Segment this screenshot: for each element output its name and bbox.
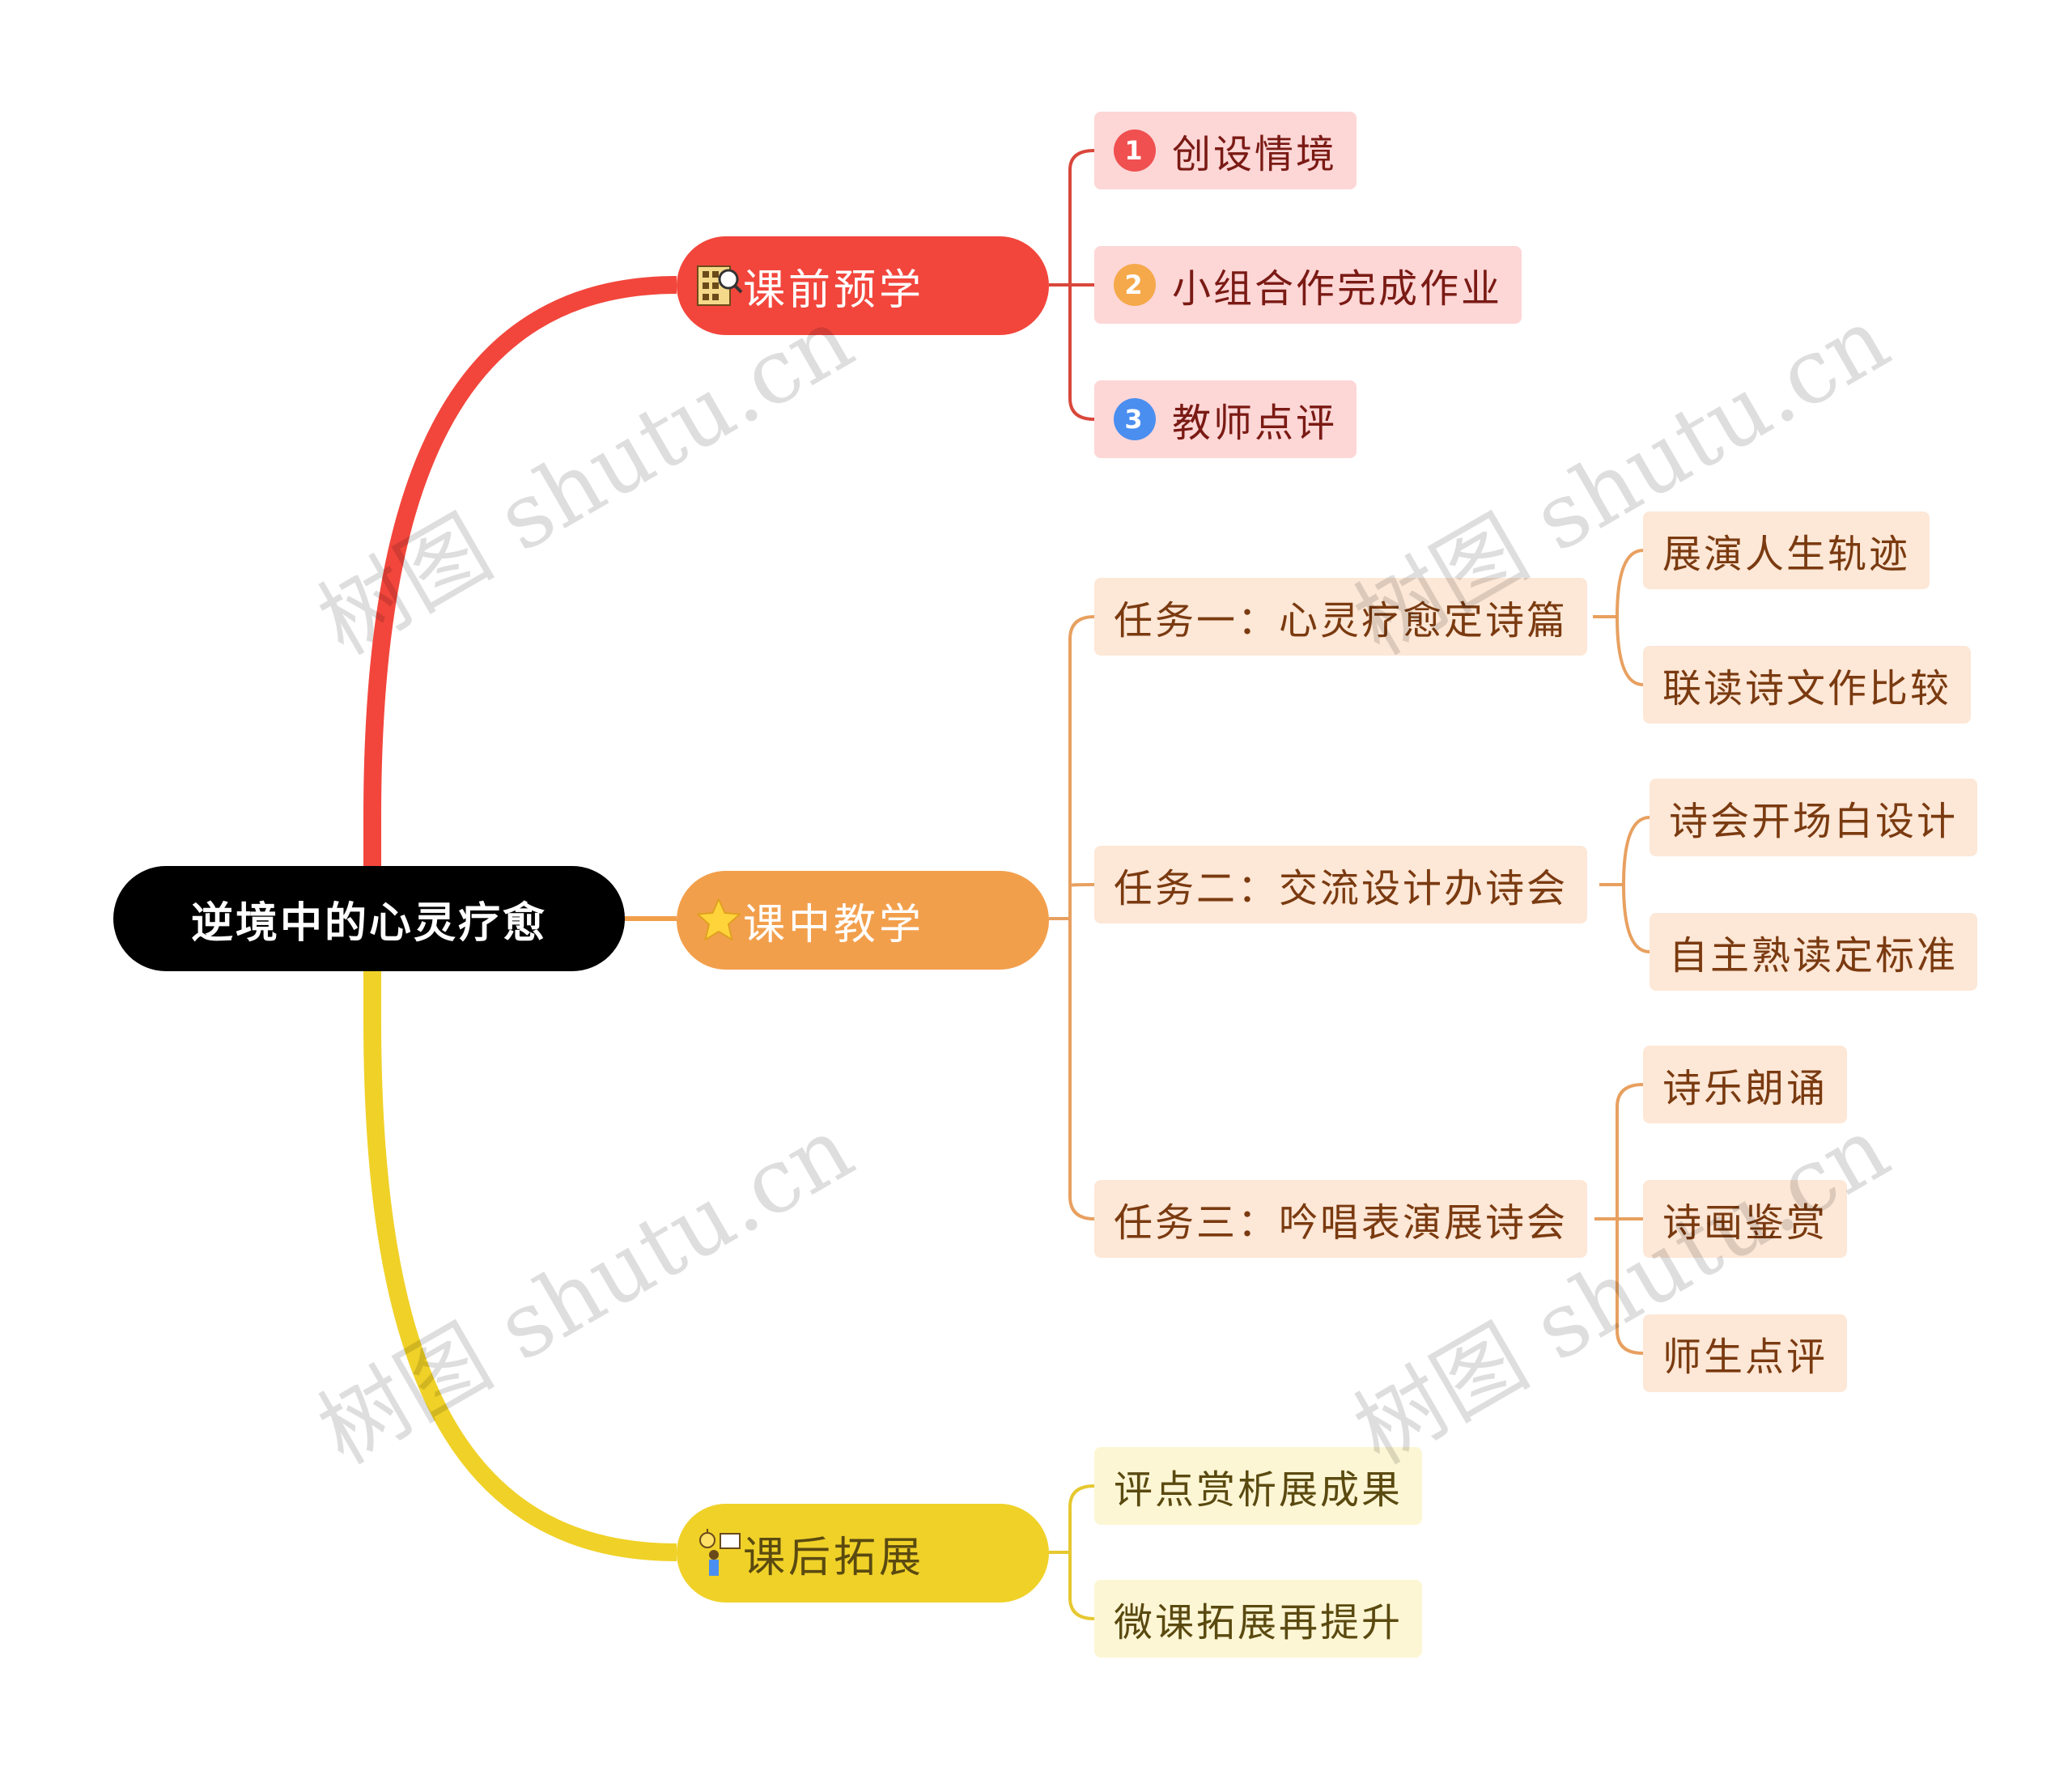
- magnifier-building-icon: [697, 265, 743, 306]
- subtask-label: 师生点评: [1662, 1335, 1828, 1380]
- number-badge-1: 1: [1114, 129, 1156, 172]
- presenter-idea-icon: [699, 1529, 741, 1576]
- leaf-label: 小组合作完成作业: [1172, 266, 1503, 312]
- branch-after-class[interactable]: 课后拓展: [677, 1504, 1049, 1603]
- subtask-item[interactable]: 诗画鉴赏: [1643, 1180, 1848, 1258]
- subtask-label: 联读诗文作比较: [1662, 666, 1952, 711]
- root-topic[interactable]: 逆境中的心灵疗愈: [113, 866, 625, 971]
- subtask-item[interactable]: 联读诗文作比较: [1643, 646, 1972, 724]
- leaf-label: 评点赏析展成果: [1114, 1467, 1403, 1513]
- task-label: 任务三：吟唱表演展诗会: [1114, 1200, 1569, 1246]
- task-3[interactable]: 任务三：吟唱表演展诗会: [1094, 1180, 1588, 1258]
- task-label: 任务二：交流设计办诗会: [1114, 866, 1569, 911]
- task-1[interactable]: 任务一：心灵疗愈定诗篇: [1094, 578, 1588, 656]
- leaf-create-situation[interactable]: 1 创设情境: [1094, 112, 1357, 189]
- leaf-micro-lesson[interactable]: 微课拓展再提升: [1094, 1580, 1423, 1658]
- leaf-show-results[interactable]: 评点赏析展成果: [1094, 1447, 1423, 1525]
- subtask-item[interactable]: 诗会开场白设计: [1650, 779, 1978, 856]
- leaf-group-work[interactable]: 2 小组合作完成作业: [1094, 246, 1522, 324]
- subtask-label: 展演人生轨迹: [1662, 532, 1911, 577]
- subtask-label: 诗画鉴赏: [1662, 1200, 1828, 1246]
- subtask-label: 诗会开场白设计: [1669, 799, 1959, 844]
- root-topic-label: 逆境中的心灵疗愈: [190, 898, 547, 948]
- subtask-label: 自主熟读定标准: [1669, 933, 1959, 979]
- number-badge-3: 3: [1114, 398, 1156, 440]
- branch-in-class-label: 课中教学: [743, 900, 925, 949]
- leaf-label: 微课拓展再提升: [1114, 1600, 1403, 1645]
- leaf-label: 创设情境: [1172, 132, 1338, 177]
- branch-after-class-label: 课后拓展: [743, 1533, 925, 1582]
- branch-in-class[interactable]: 课中教学: [677, 871, 1049, 970]
- branch-pre-class-label: 课前预学: [743, 265, 925, 315]
- subtask-label: 诗乐朗诵: [1662, 1066, 1828, 1111]
- branch-pre-class[interactable]: 课前预学: [677, 236, 1049, 335]
- star-icon: [697, 898, 741, 940]
- number-badge-2: 2: [1114, 264, 1156, 306]
- subtask-item[interactable]: 诗乐朗诵: [1643, 1046, 1848, 1123]
- leaf-label: 教师点评: [1172, 401, 1338, 446]
- task-2[interactable]: 任务二：交流设计办诗会: [1094, 846, 1588, 923]
- task-label: 任务一：心灵疗愈定诗篇: [1114, 598, 1569, 643]
- subtask-item[interactable]: 师生点评: [1643, 1314, 1848, 1392]
- leaf-teacher-review[interactable]: 3 教师点评: [1094, 380, 1357, 458]
- subtask-item[interactable]: 展演人生轨迹: [1643, 512, 1930, 589]
- subtask-item[interactable]: 自主熟读定标准: [1650, 913, 1978, 991]
